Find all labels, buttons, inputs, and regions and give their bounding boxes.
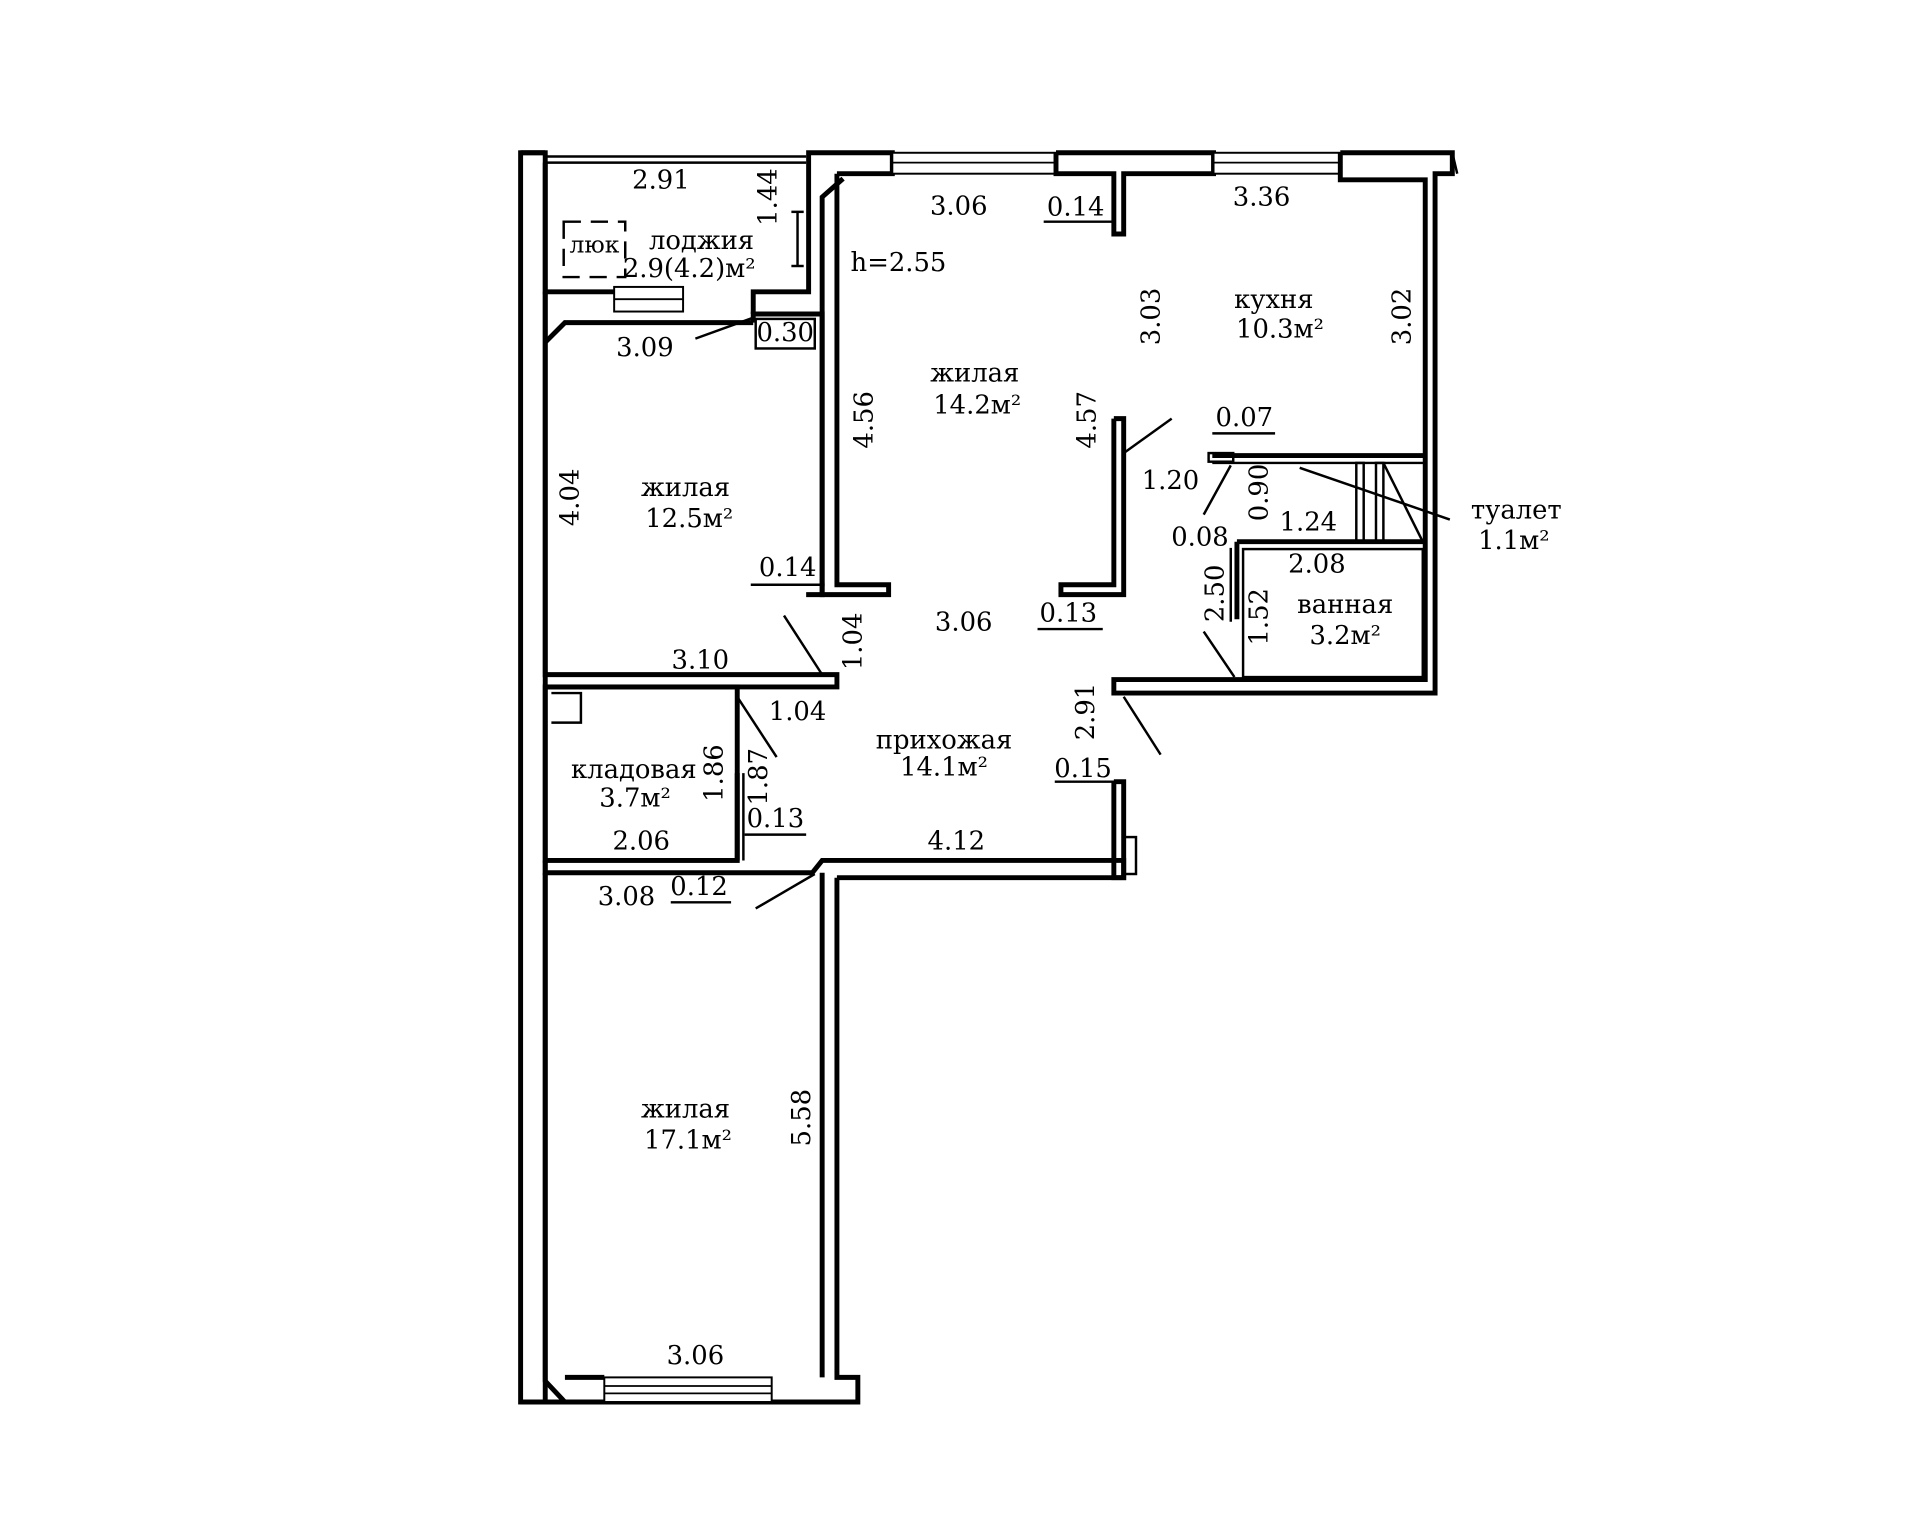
- door-swing-living-top: [1122, 417, 1173, 455]
- living-left-chamfer: [543, 320, 754, 345]
- dim-living-left-side: 4.04: [555, 469, 585, 527]
- dim-wall-007: 0.07: [1216, 403, 1274, 433]
- door-swing-loggia: [694, 316, 754, 340]
- kitchen-area: 10.3м²: [1236, 314, 1324, 344]
- ceiling-height: h=2.55: [851, 248, 947, 278]
- dimension-marks: [562, 210, 1276, 904]
- door-swing-storage: [736, 696, 778, 758]
- toilet-partition-a: [1355, 461, 1365, 543]
- dim-toilet-width: 1.24: [1280, 508, 1338, 538]
- dim-kitchen-left: 3.03: [1136, 288, 1166, 346]
- toilet-partition-b: [1374, 461, 1385, 543]
- living-top-left-wall: [819, 173, 892, 598]
- dim-wall-015: 0.15: [1054, 754, 1112, 784]
- toilet-name: туалет: [1471, 495, 1562, 525]
- loggia-left-wall: [542, 162, 615, 295]
- living-bottom-area: 17.1м²: [644, 1125, 732, 1155]
- dim-wall-kitchen-top: 0.14: [1047, 193, 1105, 223]
- living-bottom-inner-wall: [542, 872, 567, 1404]
- dim-hall-right: 2.91: [1071, 683, 1101, 741]
- door-swing-bath: [1202, 630, 1236, 678]
- bathroom-name: ванная: [1297, 590, 1393, 620]
- top-right-wall-cap: [1451, 152, 1459, 174]
- living-bottom-top-wall: [542, 858, 1127, 881]
- outer-left-wall: [518, 150, 548, 1405]
- door-swing-entrance: [1122, 696, 1162, 756]
- dim-bath-door: 1.52: [1245, 588, 1275, 646]
- dimension-labels: 2.91 1.44 3.06 0.14 3.36 3.03 3.02 3.09 …: [555, 165, 1417, 1370]
- living-top-name: жилая: [930, 359, 1019, 389]
- toilet-door-mark: [1207, 451, 1235, 463]
- bath-inner-box: [1241, 547, 1424, 679]
- dim-living-bottom-top: 3.08: [598, 882, 656, 912]
- dim-wall-030: 0.30: [756, 318, 814, 348]
- top-right-wall: [1111, 150, 1455, 696]
- bathroom-area: 3.2м²: [1309, 621, 1381, 651]
- central-stub-wall: [1058, 416, 1127, 598]
- dim-wall-014: 0.14: [759, 553, 817, 583]
- dim-loggia-depth: 1.44: [754, 168, 784, 226]
- dim-wall-013-lower: 0.13: [747, 804, 805, 834]
- room-labels: люк лоджия 2.9(4.2)м² h=2.55 жилая 14.2м…: [570, 226, 1562, 1156]
- door-swings: [694, 316, 1451, 910]
- dim-bath-left: 2.50: [1200, 565, 1230, 623]
- kitchen-name: кухня: [1234, 285, 1313, 315]
- living-left-right-wall: [750, 311, 825, 598]
- loggia-hatch-label: люк: [570, 230, 620, 258]
- hatch-box: [562, 220, 627, 279]
- hallway-name: прихожая: [876, 725, 1013, 755]
- dim-door-104-h: 1.04: [769, 697, 827, 727]
- dim-wall-008: 0.08: [1171, 522, 1229, 552]
- dim-living-top-width-bottom: 3.06: [935, 607, 993, 637]
- dim-living-bottom-side: 5.58: [787, 1089, 817, 1147]
- toilet-area: 1.1м²: [1478, 526, 1550, 556]
- storage-corner-box: [551, 691, 583, 724]
- dim-living-bottom-width: 3.06: [667, 1341, 725, 1371]
- dim-living-left-top: 3.09: [616, 333, 674, 363]
- bottom-window: [603, 1376, 773, 1403]
- dim-door-120: 1.20: [1142, 466, 1200, 496]
- dim-storage-height-b: 1.87: [744, 748, 774, 806]
- wall-030-box: [754, 317, 816, 350]
- walls: [518, 150, 1459, 1405]
- dim-storage-width: 2.06: [612, 826, 670, 856]
- dim-door-104-v: 1.04: [839, 613, 869, 671]
- dim-loggia-width: 2.91: [632, 165, 690, 195]
- dim-living-left-bottom: 3.10: [672, 645, 730, 675]
- door-swing-living-bottom: [755, 872, 816, 910]
- door-swing-toilet: [1202, 464, 1232, 516]
- toilet-leader-line: [1299, 466, 1451, 521]
- living-top-area: 14.2м²: [933, 391, 1021, 421]
- storage-name: кладовая: [571, 755, 697, 785]
- dim-wall-012: 0.12: [670, 872, 728, 902]
- dim-toilet-depth: 0.90: [1245, 464, 1275, 522]
- storage-area: 3.7м²: [599, 783, 671, 813]
- dim-wall-013-upper: 0.13: [1040, 599, 1098, 629]
- loggia-name: лоджия: [649, 226, 754, 256]
- dim-living-top-right: 4.57: [1072, 391, 1102, 449]
- hallway-area: 14.1м²: [900, 753, 988, 783]
- dim-kitchen-width: 3.36: [1233, 183, 1291, 213]
- living-left-area: 12.5м²: [645, 504, 733, 534]
- living-bottom-name: жилая: [641, 1095, 730, 1125]
- dim-living-top-width-top: 3.06: [930, 191, 988, 221]
- dim-bath-width: 2.08: [1288, 549, 1346, 579]
- living-left-name: жилая: [641, 473, 730, 503]
- door-swing-living-left: [782, 614, 824, 676]
- dim-kitchen-right: 3.02: [1387, 288, 1417, 346]
- dim-hall-bottom: 4.12: [928, 826, 986, 856]
- dim-living-top-left: 4.56: [850, 391, 880, 449]
- entrance-wall: [1111, 779, 1127, 881]
- entrance-box: [1122, 835, 1138, 876]
- loggia-area: 2.9(4.2)м²: [623, 254, 756, 284]
- dim-storage-height-a: 1.86: [699, 744, 729, 802]
